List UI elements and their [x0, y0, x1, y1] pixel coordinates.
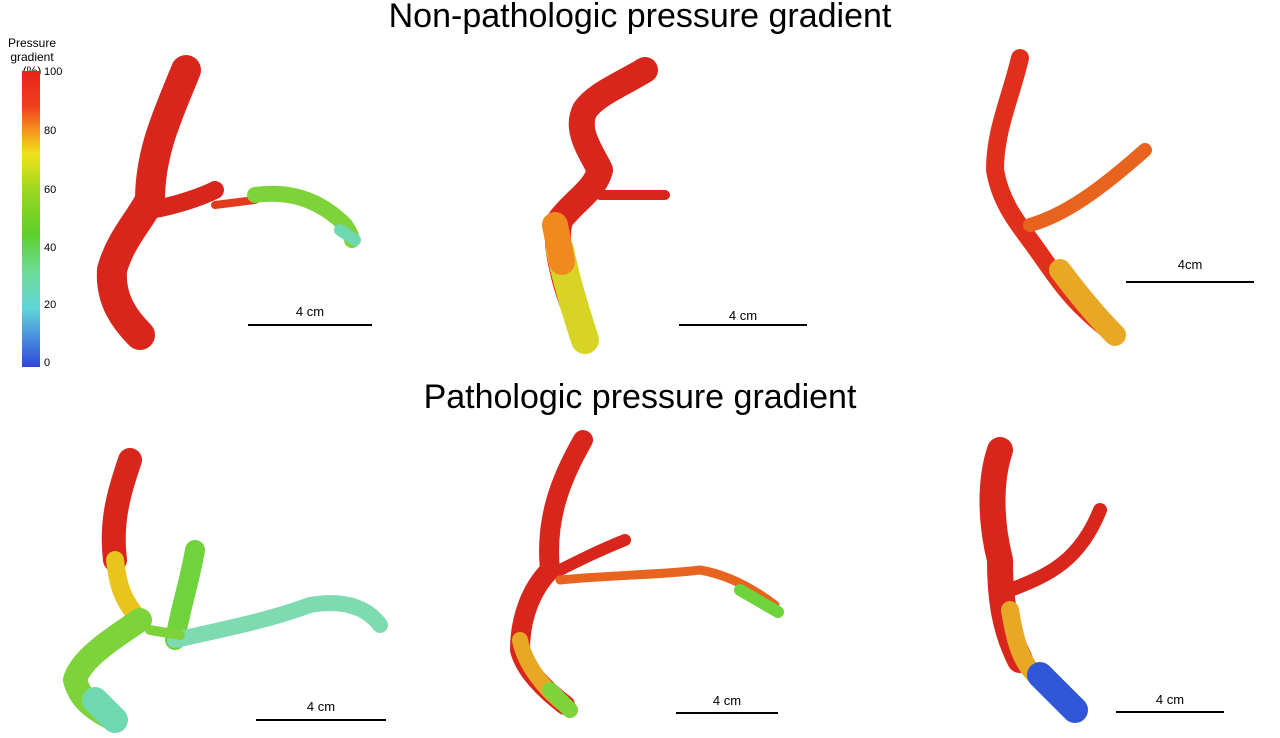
scale-bar-label: 4 cm	[1155, 692, 1185, 707]
scale-bar-label: 4 cm	[306, 699, 336, 714]
scale-bar: 4 cm	[256, 700, 386, 722]
legend-tick: 100	[44, 66, 63, 78]
legend-color-bar	[22, 71, 40, 367]
scale-bar-label: 4 cm	[712, 693, 742, 708]
scale-bar-label: 4 cm	[295, 304, 325, 319]
scale-bar-line	[679, 324, 807, 326]
legend-tick: 80	[44, 125, 57, 137]
title-non-pathologic: Non-pathologic pressure gradient	[388, 0, 892, 35]
scale-bar-label: 4cm	[1177, 257, 1203, 272]
legend-tick: 20	[44, 299, 57, 311]
scale-bar-line	[1116, 711, 1224, 713]
vessel-bottom-right	[979, 437, 1107, 723]
scale-bar: 4 cm	[679, 309, 807, 329]
scale-bar-line	[1126, 281, 1254, 283]
legend-tick: 60	[44, 184, 57, 196]
vessel-bottom-left	[63, 448, 388, 733]
scale-bar-line	[256, 719, 386, 721]
legend-tick: 0	[44, 357, 51, 369]
scale-bar-line	[676, 712, 778, 714]
scale-bar: 4 cm	[676, 694, 778, 716]
title-pathologic: Pathologic pressure gradient	[423, 378, 857, 416]
legend-tick: 40	[44, 242, 57, 254]
scale-bar-line	[248, 324, 372, 326]
scale-bar: 4 cm	[248, 305, 372, 327]
legend-title: Pressure gradient (%)	[7, 36, 57, 78]
vessel-bottom-middle	[510, 430, 784, 718]
vessel-top-left	[96, 55, 361, 350]
scale-bar-label: 4 cm	[728, 308, 758, 323]
scale-bar: 4 cm	[1116, 693, 1224, 715]
scale-bar: 4cm	[1126, 258, 1254, 286]
vessel-top-right	[986, 49, 1152, 346]
vessel-top-middle	[542, 57, 670, 354]
